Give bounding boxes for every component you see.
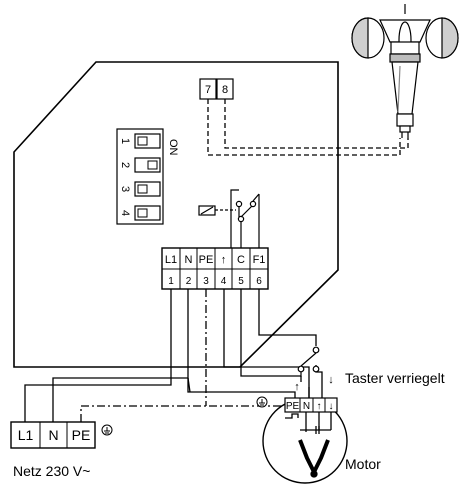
- terminal-label-up: ↑: [221, 254, 227, 266]
- switch-down-arrow: ↓: [328, 374, 334, 386]
- motor-terminal-up: ↑: [317, 401, 322, 412]
- mains-terminal-l1: L1: [18, 427, 34, 443]
- motor-winding: [285, 412, 332, 478]
- motor-earth-icon: [256, 396, 268, 408]
- mains-terminal-n: N: [48, 427, 58, 443]
- dip-switch: ON 1 2 3 4: [116, 128, 179, 225]
- motor: PE N ↑ ↓: [256, 396, 348, 484]
- terminal-number-1: 1: [168, 276, 174, 287]
- terminal-number-5: 5: [238, 276, 244, 287]
- protective-earth-wiring: [80, 289, 288, 422]
- sensor-cable: [207, 99, 409, 156]
- motor-terminal-down: ↓: [329, 401, 334, 412]
- terminal-number-6: 6: [256, 276, 262, 287]
- terminal-label-l1: L1: [165, 254, 177, 266]
- terminal-label-pe: PE: [199, 254, 214, 266]
- terminal-number-3: 3: [203, 276, 209, 287]
- mains-terminal-pe: PE: [72, 427, 91, 443]
- terminal-label-f1: F1: [253, 254, 266, 266]
- mains-terminal-block: L1 N PE: [10, 421, 96, 449]
- motor-label: Motor: [345, 456, 381, 472]
- lock-switch: [297, 346, 320, 377]
- sensor-terminal-block: 7 8: [199, 78, 234, 100]
- motor-terminal-pe: PE: [286, 401, 300, 412]
- terminal-label-c: C: [237, 254, 245, 266]
- sensor-terminal-7: 7: [205, 84, 211, 96]
- relay-coil-icon: [198, 189, 260, 248]
- controller-housing: [13, 61, 339, 368]
- dip-switch-number-1: 1: [119, 138, 131, 144]
- dip-switch-number-4: 4: [119, 210, 131, 216]
- terminal-block: L1 N PE ↑ C F1 1 2 3 4 5 6: [161, 247, 269, 290]
- wiring: [24, 289, 323, 422]
- switch-up-arrow: ↑: [294, 381, 300, 393]
- terminal-number-4: 4: [221, 276, 227, 287]
- terminal-number-2: 2: [186, 276, 192, 287]
- dip-on-label: ON: [167, 139, 179, 156]
- switch-label: Taster verriegelt: [345, 370, 445, 386]
- dip-switch-number-3: 3: [119, 186, 131, 192]
- sensor-terminal-8: 8: [222, 84, 228, 96]
- dip-switch-1: 1: [119, 133, 161, 149]
- protective-earth-icon: [101, 424, 113, 436]
- anemometer-icon: [351, 4, 459, 138]
- dip-switch-2: 2: [119, 157, 161, 173]
- dip-switch-3: 3: [119, 181, 161, 197]
- dip-switch-4: 4: [119, 205, 161, 221]
- terminal-label-n: N: [185, 254, 193, 266]
- dip-switch-number-2: 2: [119, 162, 131, 168]
- mains-label: Netz 230 V~: [13, 463, 90, 479]
- motor-terminal-n: N: [303, 401, 310, 412]
